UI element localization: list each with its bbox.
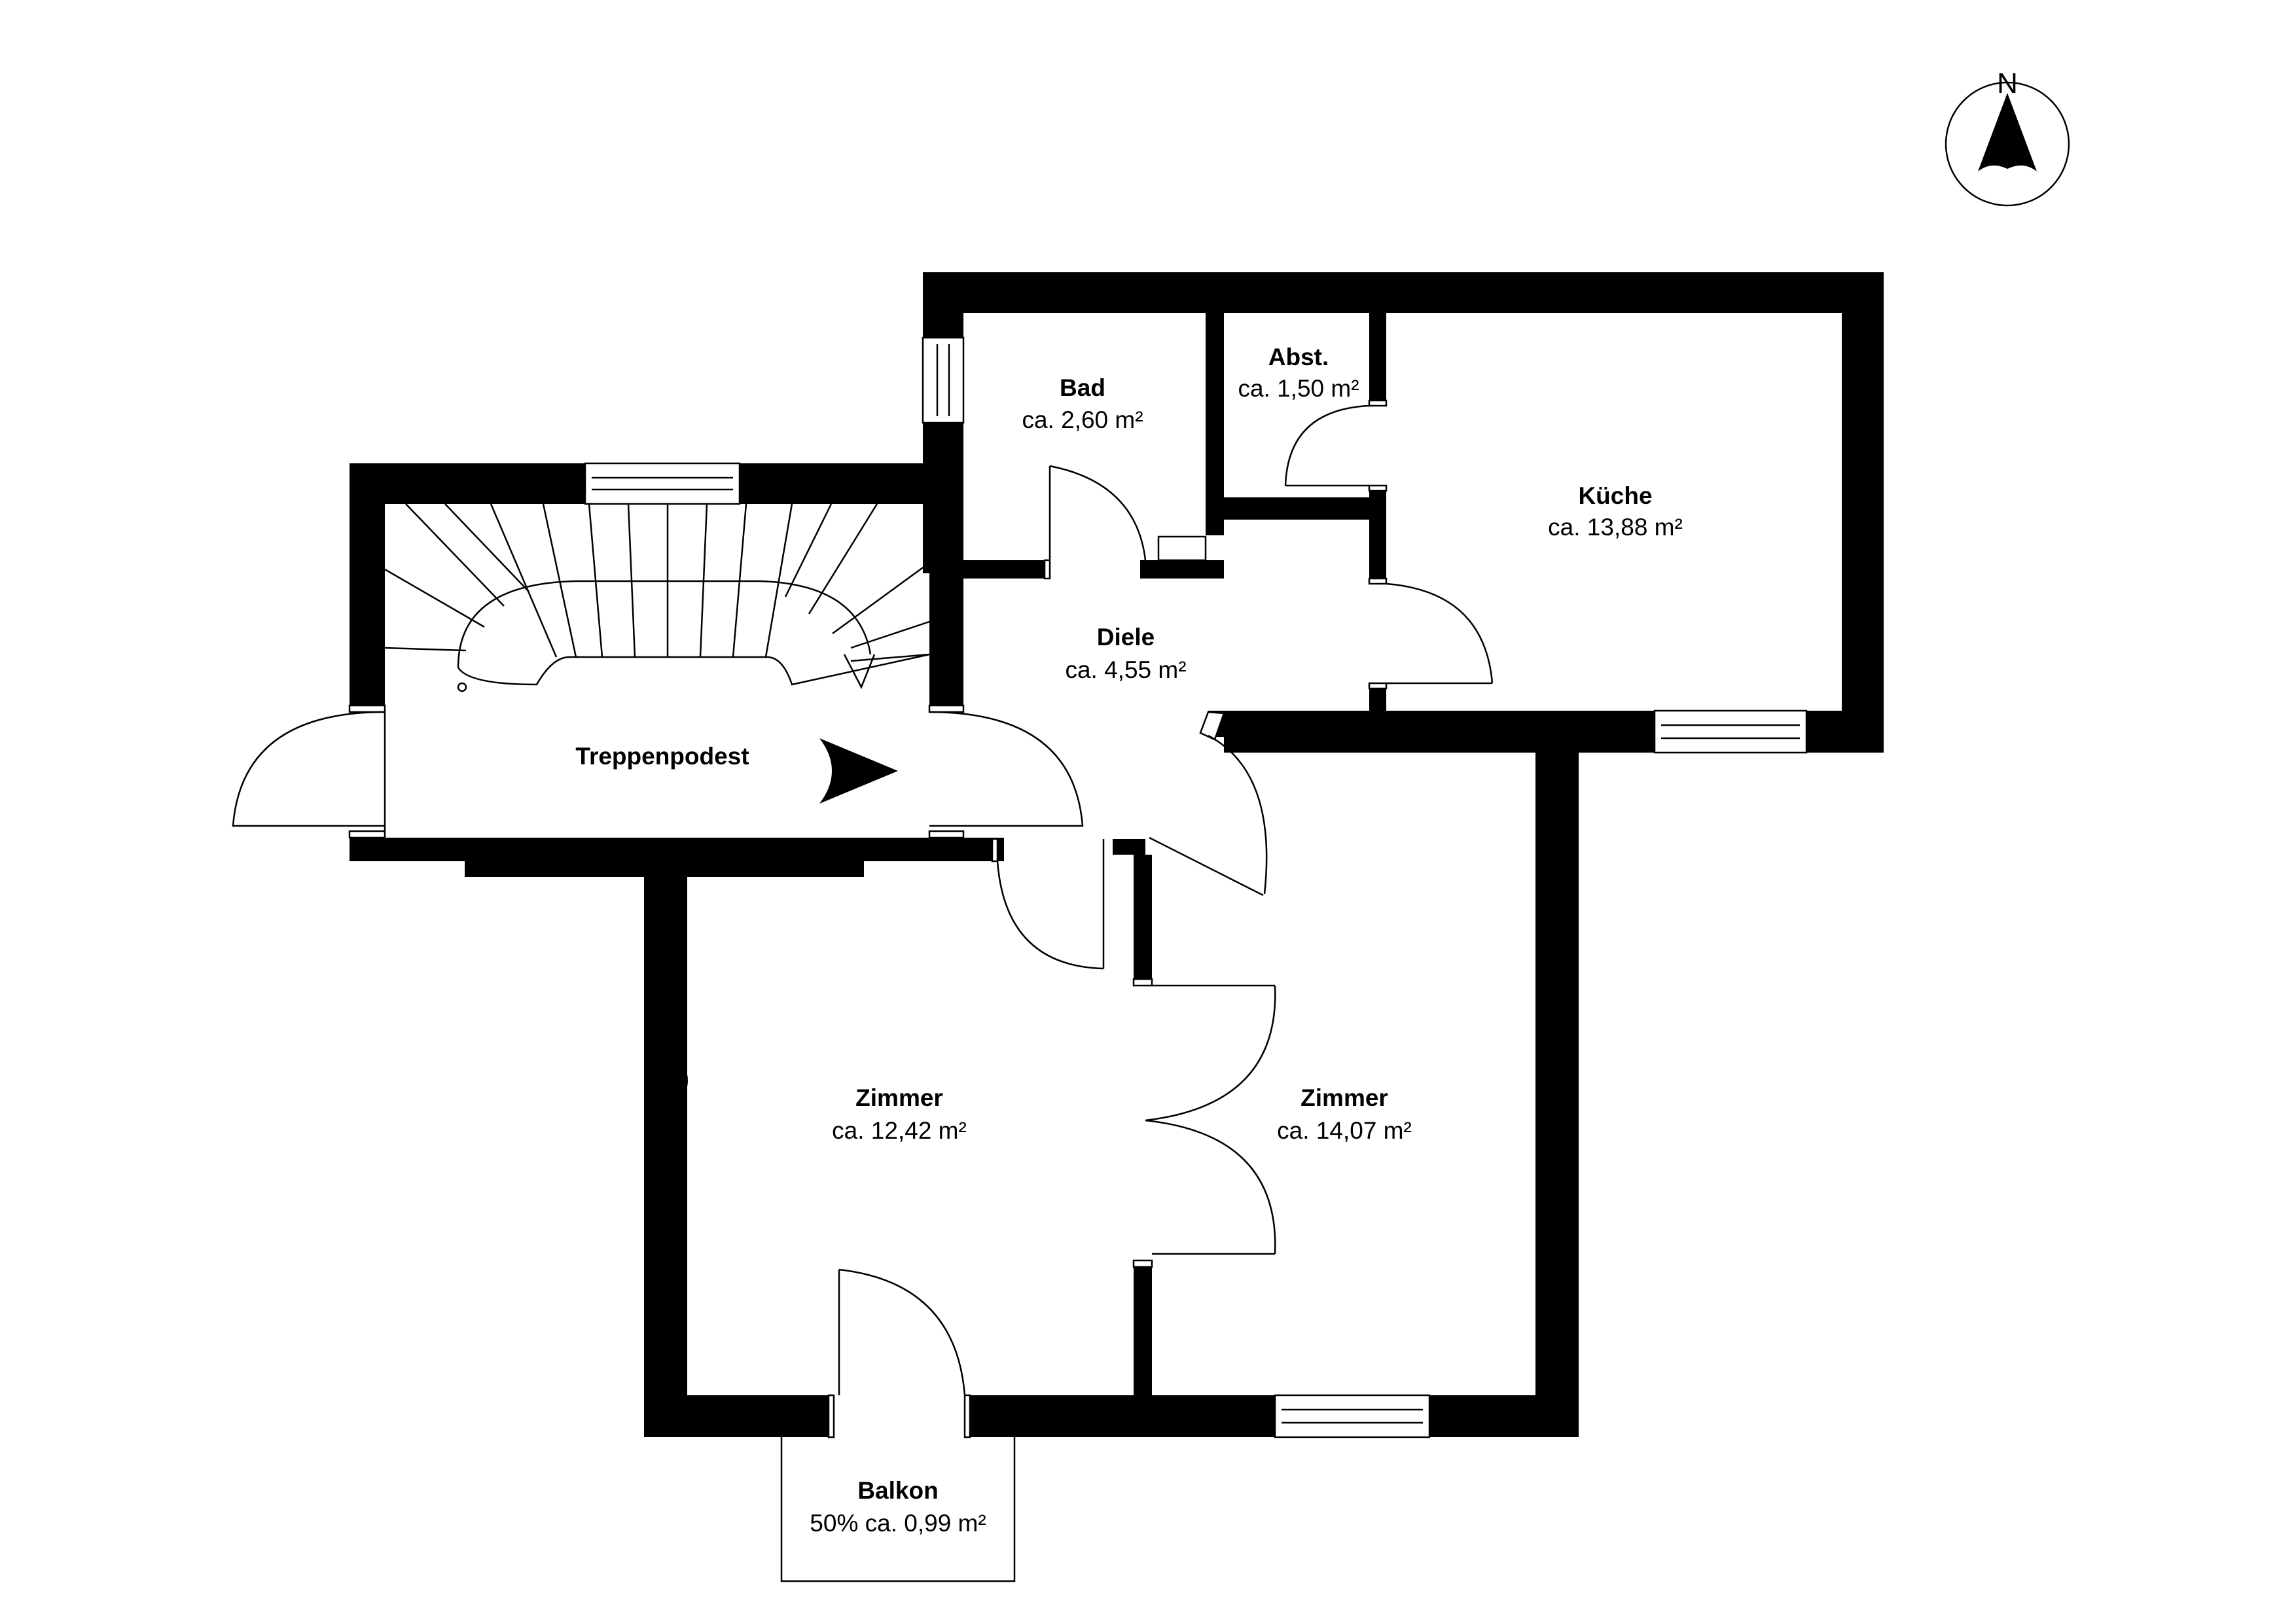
room-area-bad: ca. 2,60 m² — [1022, 406, 1143, 433]
window-zimmer-bottom — [1274, 1394, 1431, 1438]
door-landing-right — [929, 711, 1084, 827]
door-landing-left — [232, 711, 386, 831]
balcony-outline — [780, 1437, 1016, 1582]
room-area-abst: ca. 1,50 m² — [1238, 375, 1359, 402]
north-arrow-icon — [1978, 93, 2037, 171]
staircase — [384, 503, 930, 692]
room-name-bad: Bad — [1060, 374, 1105, 401]
door-zimmer-links — [996, 839, 1105, 970]
room-name-kueche: Küche — [1578, 482, 1652, 509]
walls — [350, 272, 1884, 1437]
doors — [232, 404, 1494, 1396]
room-name-diele: Diele — [1097, 624, 1155, 651]
compass-ring — [1945, 81, 2070, 207]
door-bad — [1049, 465, 1147, 561]
door-kitchen — [1386, 582, 1494, 685]
door-balkon — [838, 1268, 966, 1396]
room-area-balkon: 50% ca. 0,99 m² — [810, 1510, 986, 1537]
window-bad-left — [922, 336, 965, 424]
room-name-zimmer-links: Zimmer — [855, 1084, 943, 1111]
room-name-balkon: Balkon — [857, 1477, 938, 1504]
door-zimmer-double — [1145, 984, 1276, 1255]
window-stair-top — [584, 462, 741, 505]
compass-label: N — [1997, 67, 2018, 99]
room-name-abst: Abst. — [1268, 344, 1329, 370]
room-area-kueche: ca. 13,88 m² — [1548, 514, 1683, 541]
stair-direction-icon — [843, 654, 876, 689]
north-compass: N — [1945, 67, 2070, 207]
entry-arrow-icon — [819, 738, 898, 804]
room-area-diele: ca. 4,55 m² — [1065, 656, 1186, 683]
door-abst — [1284, 404, 1370, 487]
room-area-zimmer-rechts: ca. 14,07 m² — [1277, 1117, 1412, 1144]
room-name-zimmer-rechts: Zimmer — [1300, 1084, 1388, 1111]
window-kitchen-bottom — [1653, 709, 1808, 754]
stair-start-marker — [457, 682, 467, 692]
door-zimmer-rechts-diele — [1149, 711, 1268, 897]
evernest-watermark: EVERNEST — [641, 1031, 698, 1311]
windows — [584, 336, 1808, 1438]
room-labels: Bad ca. 2,60 m² Abst. ca. 1,50 m² Küche … — [575, 344, 1682, 1537]
room-name-treppenpodest: Treppenpodest — [575, 743, 749, 770]
door-jambs — [348, 399, 1388, 1438]
room-area-zimmer-links: ca. 12,42 m² — [832, 1117, 967, 1144]
